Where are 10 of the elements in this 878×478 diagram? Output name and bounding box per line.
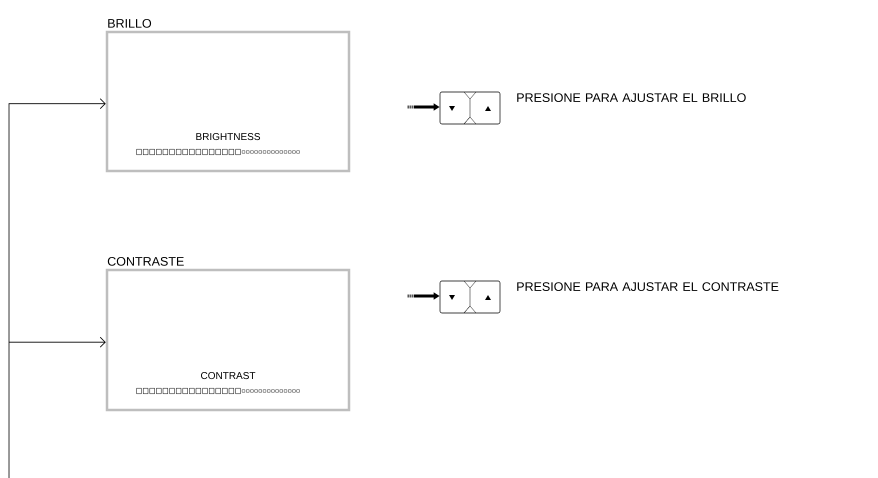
screen-box: CONTRASTE CONTRAST [106, 256, 350, 412]
instruction-text: PRESIONE PARA AJUSTAR EL BRILLO [517, 93, 746, 102]
arrow [8, 336, 106, 348]
button-drawing [440, 280, 500, 314]
instruction-text: PRESIONE PARA AJUSTAR EL CONTRASTE [517, 282, 778, 292]
node-label: CONTRASTE [108, 256, 184, 266]
node-label: BRILLO [108, 18, 152, 28]
screen-box: BRILLO BRIGHTNESS [106, 18, 350, 172]
button-drawing [440, 92, 500, 124]
arrow [8, 98, 106, 478]
